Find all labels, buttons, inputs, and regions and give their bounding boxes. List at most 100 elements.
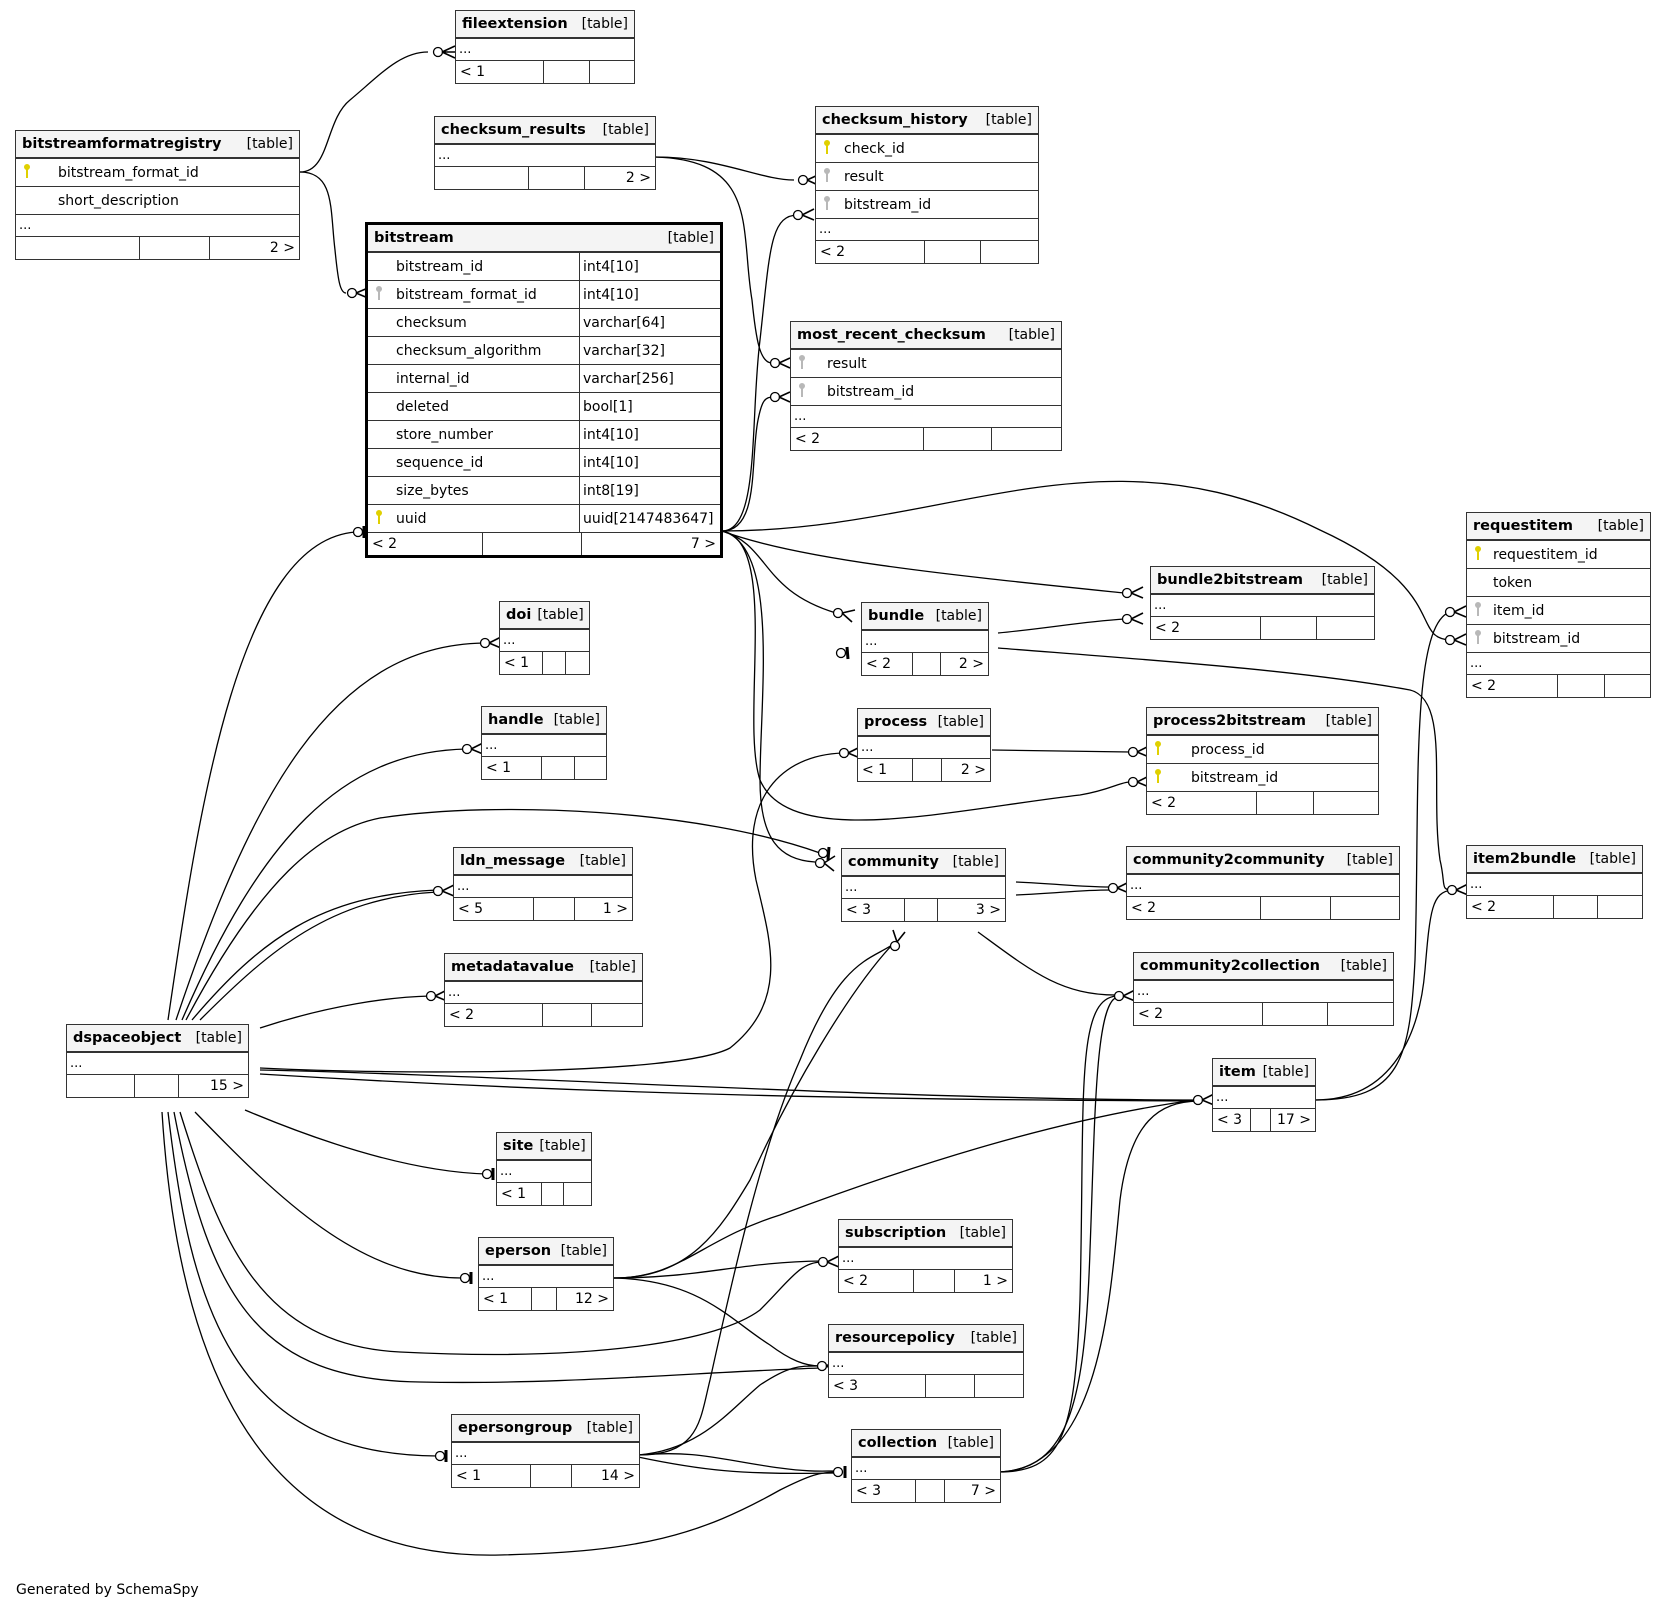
column-row[interactable]: item_id [1467, 597, 1650, 625]
parents-count[interactable]: < 2 [368, 533, 483, 555]
children-count[interactable] [1598, 896, 1642, 918]
parents-count[interactable]: < 3 [842, 899, 905, 921]
parents-count[interactable]: < 2 [791, 428, 924, 450]
parents-count[interactable]: < 2 [1127, 897, 1261, 919]
table-community2collection[interactable]: community2collection[table] ... < 2 [1133, 952, 1394, 1026]
table-community2community[interactable]: community2community[table] ... < 2 [1126, 846, 1400, 920]
table-process2bitstream[interactable]: process2bitstream[table] process_id bits… [1146, 707, 1379, 815]
children-count[interactable]: 15 > [210, 1078, 244, 1094]
children-count[interactable] [590, 61, 634, 83]
table-subscription[interactable]: subscription[table] ... < 2 1 > [838, 1219, 1013, 1293]
children-count[interactable]: 1 > [982, 1273, 1008, 1289]
table-bitstreamformatregistry[interactable]: bitstreamformatregistry[table] bitstream… [15, 130, 300, 260]
table-ldn_message[interactable]: ldn_message[table] ... < 5 1 > [453, 847, 633, 921]
parents-count[interactable]: < 3 [829, 1375, 926, 1397]
children-count[interactable]: 2 > [960, 762, 986, 778]
parents-count[interactable]: < 2 [862, 653, 913, 675]
parents-count[interactable]: < 3 [1213, 1109, 1251, 1131]
parents-count[interactable] [67, 1075, 135, 1097]
column-row[interactable]: bitstream_id [816, 191, 1038, 219]
table-fileextension[interactable]: fileextension[table] ... < 1 [455, 10, 635, 84]
column-row[interactable]: process_id [1147, 736, 1378, 764]
children-count[interactable]: 12 > [575, 1291, 609, 1307]
children-count[interactable] [564, 1183, 591, 1205]
table-bundle2bitstream[interactable]: bundle2bitstream[table] ... < 2 [1150, 566, 1375, 640]
parents-count[interactable]: < 1 [500, 652, 543, 674]
children-count[interactable] [1314, 792, 1378, 814]
parents-count[interactable]: < 1 [479, 1288, 532, 1310]
children-count[interactable] [566, 652, 589, 674]
table-checksum_history[interactable]: checksum_history[table] check_id result … [815, 106, 1039, 264]
parents-count[interactable]: < 2 [839, 1270, 914, 1292]
parents-count[interactable]: < 2 [1151, 617, 1261, 639]
children-count[interactable] [1328, 1003, 1393, 1025]
column-row[interactable]: check_id [816, 135, 1038, 163]
table-item2bundle[interactable]: item2bundle[table] ... < 2 [1466, 845, 1643, 919]
parents-count[interactable]: < 2 [816, 241, 925, 263]
children-count[interactable] [1317, 617, 1374, 639]
children-count[interactable] [1331, 897, 1399, 919]
parents-count[interactable]: < 3 [852, 1480, 916, 1502]
parents-count[interactable]: < 2 [1467, 675, 1558, 697]
table-dspaceobject[interactable]: dspaceobject[table] ... 15 > [66, 1024, 249, 1098]
column-row[interactable]: short_description [16, 187, 299, 215]
table-most_recent_checksum[interactable]: most_recent_checksum[table] result bitst… [790, 321, 1062, 451]
children-count[interactable]: 7 > [690, 536, 716, 552]
column-row[interactable]: bitstream_id [1147, 764, 1378, 792]
children-count[interactable]: 17 > [1277, 1112, 1311, 1128]
children-count[interactable] [981, 241, 1038, 263]
table-site[interactable]: site[table] ... < 1 [496, 1132, 592, 1206]
children-count[interactable] [575, 757, 606, 779]
children-count[interactable]: 2 > [625, 170, 651, 186]
table-handle[interactable]: handle[table] ... < 1 [481, 706, 607, 780]
parents-count[interactable]: < 1 [482, 757, 542, 779]
table-process[interactable]: process[table] ... < 1 2 > [857, 708, 991, 782]
table-requestitem[interactable]: requestitem[table] requestitem_id token … [1466, 512, 1651, 698]
table-eperson[interactable]: eperson[table] ... < 1 12 > [478, 1237, 614, 1311]
table-checksum_results[interactable]: checksum_results[table] ... 2 > [434, 116, 656, 190]
parents-count[interactable]: < 2 [1467, 896, 1554, 918]
parents-count[interactable]: < 2 [1147, 792, 1257, 814]
children-count[interactable]: 3 > [975, 902, 1001, 918]
parents-count[interactable]: < 5 [454, 898, 534, 920]
table-metadatavalue[interactable]: metadatavalue[table] ... < 2 [444, 953, 643, 1027]
children-count[interactable] [992, 428, 1061, 450]
parents-count[interactable]: < 1 [858, 759, 913, 781]
table-collection[interactable]: collection[table] ... < 3 7 > [851, 1429, 1001, 1503]
children-count[interactable]: 1 > [602, 901, 628, 917]
parents-count[interactable]: < 1 [452, 1465, 531, 1487]
column-row[interactable]: requestitem_id [1467, 541, 1650, 569]
column-row[interactable]: bitstream_id [791, 378, 1061, 406]
column-row[interactable]: result [791, 350, 1061, 378]
table-doi[interactable]: doi[table] ... < 1 [499, 601, 590, 675]
children-count[interactable] [975, 1375, 1023, 1397]
children-count[interactable] [1605, 675, 1650, 697]
column-row[interactable]: token [1467, 569, 1650, 597]
table-community[interactable]: community[table] ... < 3 3 > [841, 848, 1006, 922]
children-count[interactable]: 2 > [269, 240, 295, 256]
children-count[interactable] [592, 1004, 642, 1026]
table-resourcepolicy[interactable]: resourcepolicy[table] ... < 3 [828, 1324, 1024, 1398]
table-epersongroup[interactable]: epersongroup[table] ... < 1 14 > [451, 1414, 640, 1488]
parents-count[interactable] [16, 237, 140, 259]
column-row[interactable]: result [816, 163, 1038, 191]
table-item[interactable]: item[table] ... < 3 17 > [1212, 1058, 1316, 1132]
parents-count[interactable]: < 1 [456, 61, 544, 83]
parents-count[interactable]: < 2 [445, 1004, 543, 1026]
parents-count[interactable]: < 2 [1134, 1003, 1263, 1025]
column-row[interactable]: bitstream_id [1467, 625, 1650, 653]
parents-count[interactable] [435, 167, 529, 189]
children-count[interactable]: 7 > [970, 1483, 996, 1499]
children-count[interactable]: 14 > [601, 1468, 635, 1484]
